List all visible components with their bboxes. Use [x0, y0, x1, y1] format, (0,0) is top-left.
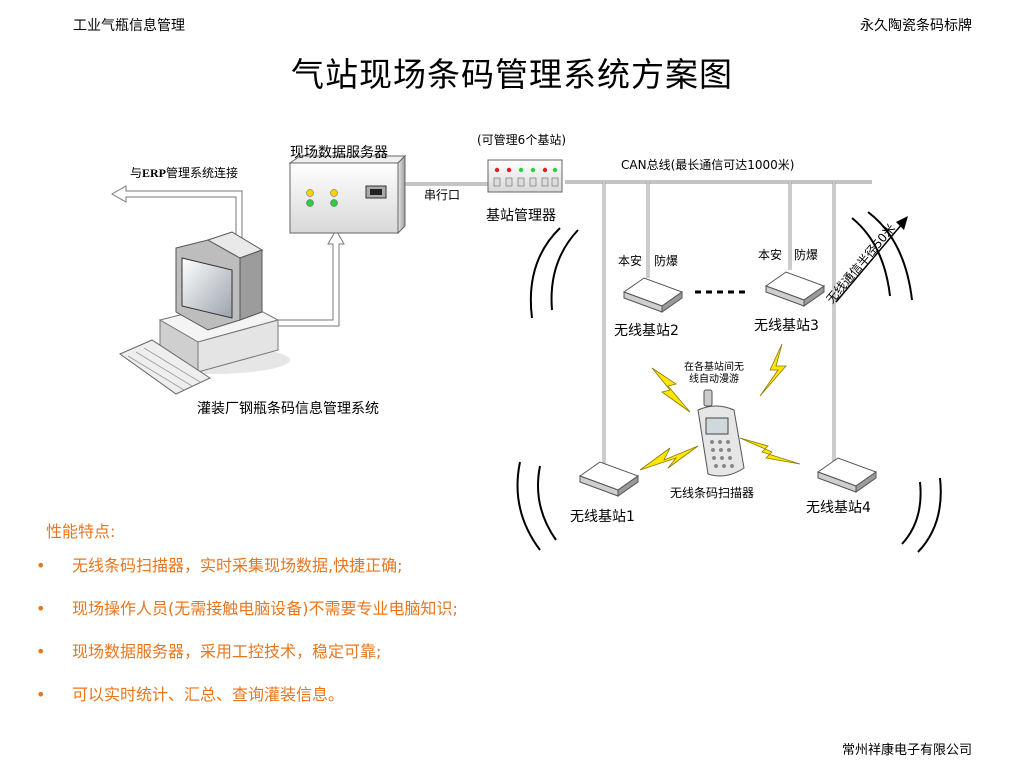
radio-wave-arcs — [516, 211, 942, 553]
erp-label: 与ERP管理系统连接 — [130, 166, 239, 180]
features-title: 性能特点: — [46, 522, 116, 541]
scanner-icon — [697, 389, 745, 477]
page-title: 气站现场条码管理系统方案图 — [291, 55, 733, 94]
station-1-label: 无线基站1 — [570, 509, 635, 525]
station-2-icon — [622, 277, 684, 313]
radius-arrow — [835, 216, 908, 303]
scanner-label: 无线条码扫描器 — [670, 486, 755, 500]
feature-item: •无线条码扫描器，实时采集现场数据,快捷正确; — [36, 556, 403, 575]
computer-icon — [118, 231, 290, 395]
feature-item: •可以实时统计、汇总、查询灌装信息。 — [36, 685, 345, 704]
features-list: •无线条码扫描器，实时采集现场数据,快捷正确; •现场操作人员(无需接触电脑设备… — [36, 555, 458, 727]
can-bus-label: CAN总线(最长通信可达1000米) — [621, 158, 795, 172]
station-3-label: 无线基站3 — [754, 318, 819, 334]
header-left: 工业气瓶信息管理 — [73, 18, 185, 34]
pc-server-arrow — [261, 228, 345, 327]
intrinsic-safe-label-3: 本安 — [758, 248, 783, 262]
server-box — [288, 154, 407, 235]
pc-system-label: 灌装厂钢瓶条码信息管理系统 — [197, 401, 379, 417]
lightning-bolts — [639, 343, 801, 471]
serial-port-label: 串行口 — [424, 188, 461, 202]
header-right: 永久陶瓷条码标牌 — [860, 18, 972, 34]
server-label: 现场数据服务器 — [290, 145, 388, 161]
manager-label: 基站管理器 — [486, 208, 556, 224]
explosion-proof-label-3: 防爆 — [794, 248, 819, 262]
manager-note: (可管理6个基站) — [477, 133, 566, 147]
feature-item: •现场操作人员(无需接触电脑设备)不需要专业电脑知识; — [36, 599, 458, 618]
roaming-label: 在各基站间无 线自动漫游 — [684, 362, 744, 385]
footer-company: 常州祥康电子有限公司 — [841, 743, 972, 758]
intrinsic-safe-label-2: 本安 — [618, 254, 643, 268]
station-1-icon — [578, 461, 640, 497]
station-2-label: 无线基站2 — [614, 323, 679, 339]
explosion-proof-label-2: 防爆 — [654, 254, 679, 268]
base-station-manager — [487, 159, 563, 193]
station-3-icon — [764, 271, 826, 307]
station-4-label: 无线基站4 — [806, 500, 871, 516]
station-4-icon — [816, 457, 878, 493]
feature-item: •现场数据服务器，采用工控技术，稳定可靠; — [36, 642, 382, 661]
